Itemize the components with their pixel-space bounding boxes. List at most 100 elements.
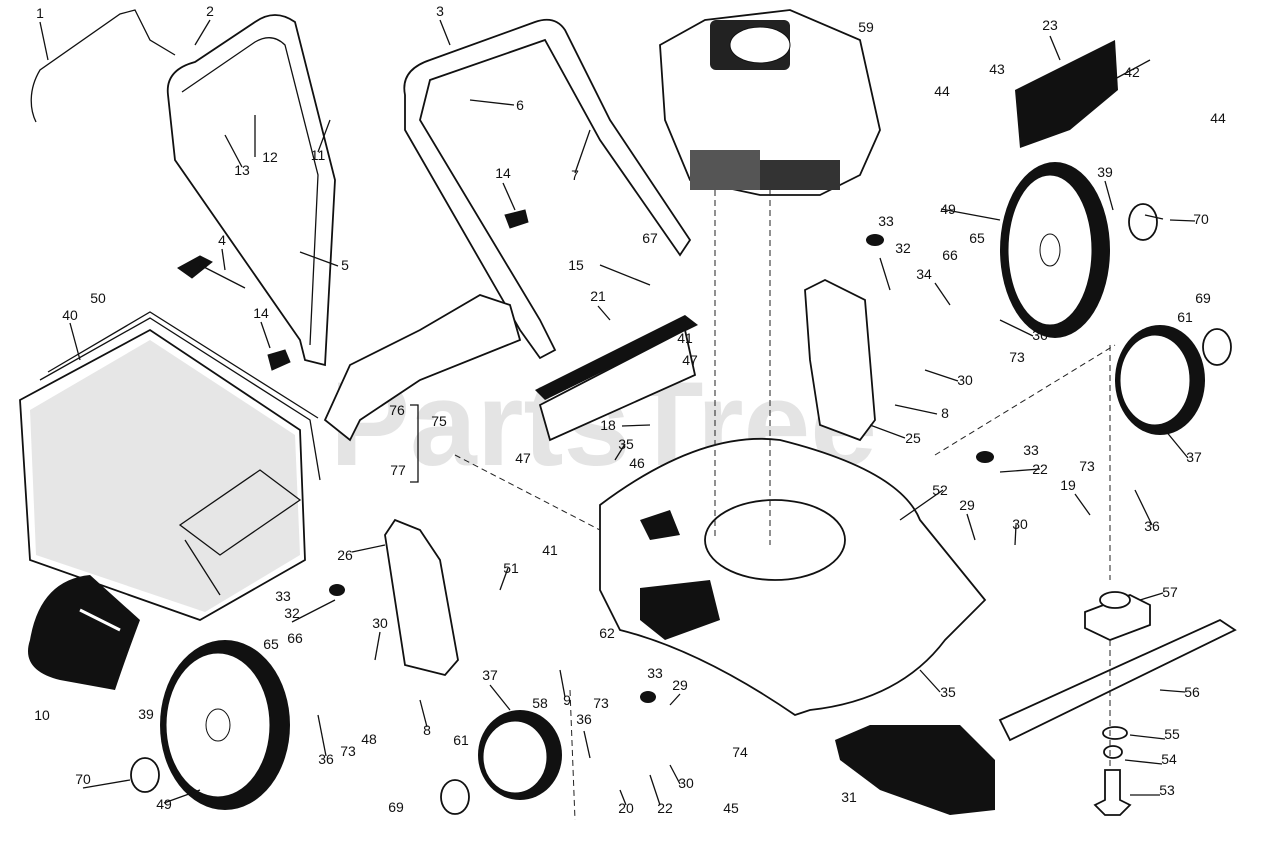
part-label-54: 54 <box>1161 751 1177 767</box>
leader-line <box>966 513 976 541</box>
part-label-59: 59 <box>858 19 874 35</box>
part-label-66a: 66 <box>942 247 958 263</box>
part-label-12: 12 <box>262 149 278 165</box>
cable-guide-14 <box>267 209 529 371</box>
leader-line <box>669 693 681 706</box>
part-label-37b: 37 <box>482 667 498 683</box>
part-label-73d: 73 <box>593 695 609 711</box>
leader-line <box>669 764 681 785</box>
leader-line <box>879 257 891 291</box>
leader-line <box>299 251 339 267</box>
part-label-15: 15 <box>568 257 584 273</box>
hinge-rod-21 <box>535 315 698 442</box>
part-label-49a: 49 <box>940 201 956 217</box>
leader-line <box>419 699 428 728</box>
leader-line <box>583 730 591 759</box>
part-label-52: 52 <box>932 482 948 498</box>
part-label-23: 23 <box>1042 17 1058 33</box>
part-label-43: 43 <box>989 61 1005 77</box>
part-label-69b: 69 <box>388 799 404 815</box>
leader-line <box>221 248 226 271</box>
leader-line <box>1139 592 1164 601</box>
leader-line <box>1014 524 1017 546</box>
part-label-46: 46 <box>629 455 645 471</box>
leader-line <box>1049 35 1061 61</box>
blade-adapter-57 <box>1084 591 1151 641</box>
wheel-37-left <box>478 710 562 800</box>
bracket-25 <box>804 278 876 442</box>
part-label-41b: 41 <box>542 542 558 558</box>
leader-line <box>869 424 906 439</box>
part-label-9: 9 <box>563 692 571 708</box>
leader-line <box>574 129 591 174</box>
leader-line <box>621 424 651 427</box>
part-label-36d: 36 <box>576 711 592 727</box>
part-label-34: 34 <box>916 266 932 282</box>
leader-line <box>614 443 626 461</box>
part-label-57: 57 <box>1162 584 1178 600</box>
leader-line <box>934 282 951 306</box>
leader-line <box>163 789 201 804</box>
part-label-39a: 39 <box>1097 164 1113 180</box>
leader-line <box>899 489 944 521</box>
part-label-41a: 41 <box>677 330 693 346</box>
leader-line <box>1129 734 1166 740</box>
part-label-75: 75 <box>431 413 447 429</box>
bracket-26 <box>384 518 459 677</box>
wheel-49-left <box>160 640 290 810</box>
leader-line <box>1164 429 1189 459</box>
part-label-74: 74 <box>732 744 748 760</box>
leader-line <box>1169 219 1196 222</box>
part-label-29b: 29 <box>672 677 688 693</box>
side-skirt-31 <box>835 725 995 815</box>
part-label-29a: 29 <box>959 497 975 513</box>
leader-line <box>1104 180 1114 211</box>
deck-52 <box>599 437 987 716</box>
part-label-76: 76 <box>389 402 405 418</box>
leader-line <box>999 319 1034 337</box>
part-label-55: 55 <box>1164 726 1180 742</box>
part-label-32b: 32 <box>284 605 300 621</box>
part-label-53: 53 <box>1159 782 1175 798</box>
part-label-70a: 70 <box>1193 211 1209 227</box>
part-label-42: 42 <box>1124 64 1140 80</box>
part-label-65a: 65 <box>969 230 985 246</box>
part-label-13: 13 <box>234 162 250 178</box>
part-label-70b: 70 <box>75 771 91 787</box>
part-label-31: 31 <box>841 789 857 805</box>
part-label-22a: 22 <box>1032 461 1048 477</box>
leader-line <box>1074 493 1091 516</box>
leader-line <box>489 684 511 711</box>
leader-line <box>39 21 49 61</box>
part-label-35b: 35 <box>940 684 956 700</box>
part-label-36a: 36 <box>1032 327 1048 343</box>
part-label-67: 67 <box>642 230 658 246</box>
leader-line <box>559 669 566 698</box>
leader-line <box>502 182 516 211</box>
part-label-65b: 65 <box>263 636 279 652</box>
part-label-66b: 66 <box>287 630 303 646</box>
part-label-20: 20 <box>618 800 634 816</box>
part-label-36c: 36 <box>318 751 334 767</box>
part-label-30d: 30 <box>678 775 694 791</box>
part-label-19: 19 <box>1060 477 1076 493</box>
leader-line <box>82 779 131 789</box>
group-bracket-75 <box>410 404 419 483</box>
part-label-10: 10 <box>34 707 50 723</box>
blade-hardware <box>1093 726 1132 816</box>
leader-line <box>469 99 515 106</box>
leader-line <box>374 631 381 661</box>
leader-line <box>1112 59 1151 81</box>
part-label-33d: 33 <box>647 665 663 681</box>
lower-handle-3 <box>403 18 692 360</box>
leader-line <box>597 305 611 321</box>
leader-lines <box>39 19 1196 806</box>
part-label-73b: 73 <box>1079 458 1095 474</box>
leader-line <box>291 599 336 623</box>
part-label-33b: 33 <box>1023 442 1039 458</box>
engine-59 <box>659 9 881 196</box>
leader-line <box>499 567 509 591</box>
part-label-18: 18 <box>600 417 616 433</box>
part-label-30c: 30 <box>372 615 388 631</box>
